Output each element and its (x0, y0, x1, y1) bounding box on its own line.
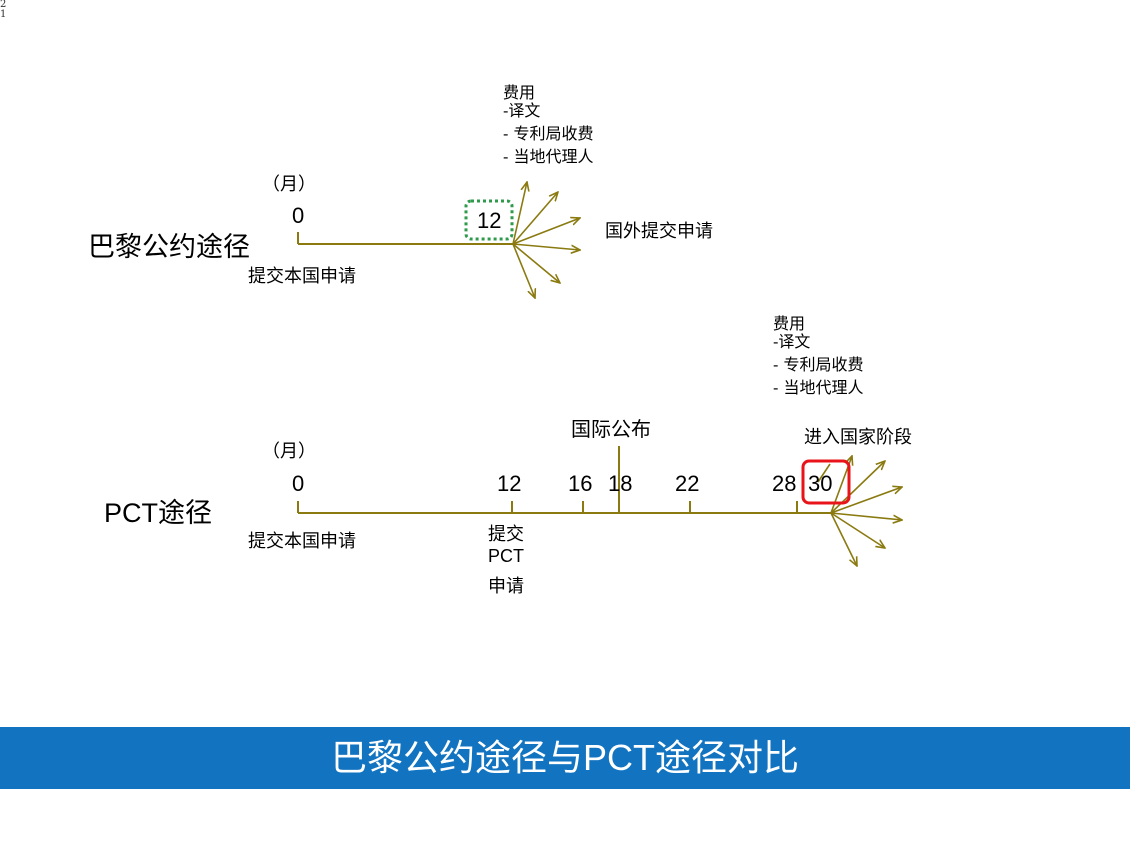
paris-end-tick-label: 12 (477, 208, 502, 233)
pct-filing-caption-line1: 提交 (488, 524, 524, 545)
paris-cost-item: -译文 (503, 101, 541, 120)
paris-cost-item: - 当地代理人 (503, 147, 594, 166)
pct-cost-item: - 专利局收费 (773, 355, 864, 374)
paris-end-caption: 国外提交申请 (605, 221, 713, 242)
pct-filing-caption-line2: PCT (488, 546, 524, 566)
paris-timeline (297, 182, 580, 298)
pct-cost-item: -译文 (773, 332, 811, 351)
pct-cost-item: - 当地代理人 (773, 378, 864, 397)
pct-route-label: PCT途径 (104, 498, 212, 528)
paris-fan-arrows (512, 182, 580, 298)
paris-start-tick-label: 0 (292, 203, 305, 228)
pct-costs-title: 费用 (773, 314, 806, 333)
pct-tick-label-18: 18 (608, 471, 633, 496)
pct-tick-label-22: 22 (675, 471, 700, 496)
footer-title: 巴黎公约途径与PCT途径对比 (330, 737, 799, 778)
pct-30-red-box (801, 459, 851, 505)
national-phase-label: 进入国家阶段 (804, 427, 912, 448)
pct-filing-caption-line3: 申请 (488, 576, 524, 597)
paris-cost-item: - 专利局收费 (503, 124, 594, 143)
paris-costs-title: 费用 (503, 83, 536, 102)
paris-12-dotted-box (464, 199, 514, 241)
footer-banner (0, 727, 1130, 789)
pct-month-unit: （月） (262, 441, 316, 462)
pct-timeline (297, 446, 902, 566)
paris-month-unit: （月） (262, 174, 316, 195)
paris-start-caption: 提交本国申请 (248, 266, 356, 287)
pct-tick-label-12: 12 (497, 471, 522, 496)
paris-route-label: 巴黎公约途径 (88, 232, 250, 262)
pct-tick-label-28: 28 (772, 471, 797, 496)
international-publication-label: 国际公布 (571, 417, 651, 441)
pct-tick-label-0: 0 (292, 471, 305, 496)
pct-tick-label-30: 30 (808, 471, 833, 496)
pct-tick-label-16: 16 (568, 471, 593, 496)
pct-fan-arrows (830, 456, 902, 566)
national-phase-pointer (817, 463, 831, 483)
pct-start-caption: 提交本国申请 (248, 531, 356, 552)
